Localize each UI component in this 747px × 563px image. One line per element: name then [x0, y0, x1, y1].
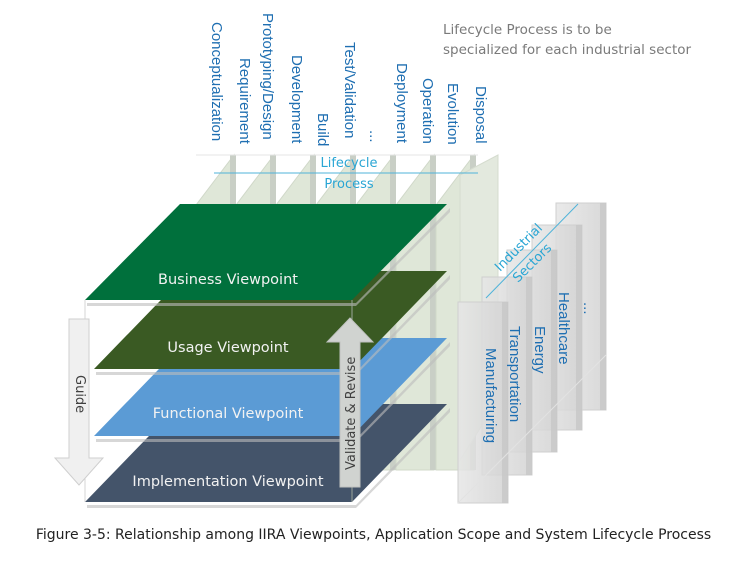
phase-label: Requirement — [236, 58, 253, 145]
sector-axis-line — [485, 203, 579, 299]
guide-label: Guide — [72, 375, 87, 413]
phase-label: Deployment — [393, 63, 410, 144]
note-line-1: Lifecycle Process is to be — [443, 22, 612, 38]
lifecycle-title-line-2: Process — [324, 177, 374, 192]
phase-label: Development — [288, 55, 305, 144]
phase-label: Disposal — [472, 86, 489, 144]
sector-panel — [457, 301, 509, 504]
validate-label: Validate & Revise — [344, 357, 359, 470]
lifecycle-title-line-1: Lifecycle — [320, 156, 377, 171]
viewpoint-label: Functional Viewpoint — [153, 406, 304, 422]
phase-label: ... — [366, 130, 383, 143]
viewpoint-label: Usage Viewpoint — [167, 340, 288, 356]
phase-label: Conceptualization — [208, 22, 225, 141]
sector-label-manufacturing: Manufacturing — [482, 348, 499, 443]
guide-arrow-shape — [53, 318, 105, 486]
phase-label: Evolution — [444, 83, 461, 145]
lifecycle-note: Lifecycle Process is to be specialized f… — [443, 22, 691, 58]
phase-label: Test/Validation — [341, 42, 358, 138]
sector-label-energy: Energy — [531, 326, 548, 374]
sector-labels: Manufacturing Transportation Energy Heal… — [482, 292, 597, 443]
lifecycle-phase-labels: Conceptualization Requirement Prototypin… — [208, 13, 489, 146]
sector-label-more: ... — [580, 302, 597, 315]
validate-arrow-shape — [325, 317, 375, 488]
lifecycle-axis: Lifecycle Process — [214, 156, 478, 192]
figure-caption: Figure 3-5: Relationship among IIRA View… — [35, 527, 712, 543]
industrial-sector-panels — [457, 202, 607, 504]
phase-label: Build — [314, 113, 331, 146]
viewpoint-layer: Business Viewpoint — [85, 204, 450, 306]
viewpoint-label: Implementation Viewpoint — [132, 474, 323, 490]
viewpoint-label: Business Viewpoint — [158, 272, 298, 288]
phase-label: Operation — [419, 78, 436, 144]
guide-arrow: Guide — [53, 318, 105, 486]
sector-label-transportation: Transportation — [506, 326, 523, 422]
viewpoint-plane — [85, 204, 447, 300]
phase-label: Prototyping/Design — [259, 13, 276, 140]
sector-base-edge — [457, 354, 607, 504]
validate-revise-arrow: Validate & Revise — [325, 317, 375, 488]
sector-label-healthcare: Healthcare — [555, 292, 572, 365]
note-line-2: specialized for each industrial sector — [443, 42, 691, 58]
